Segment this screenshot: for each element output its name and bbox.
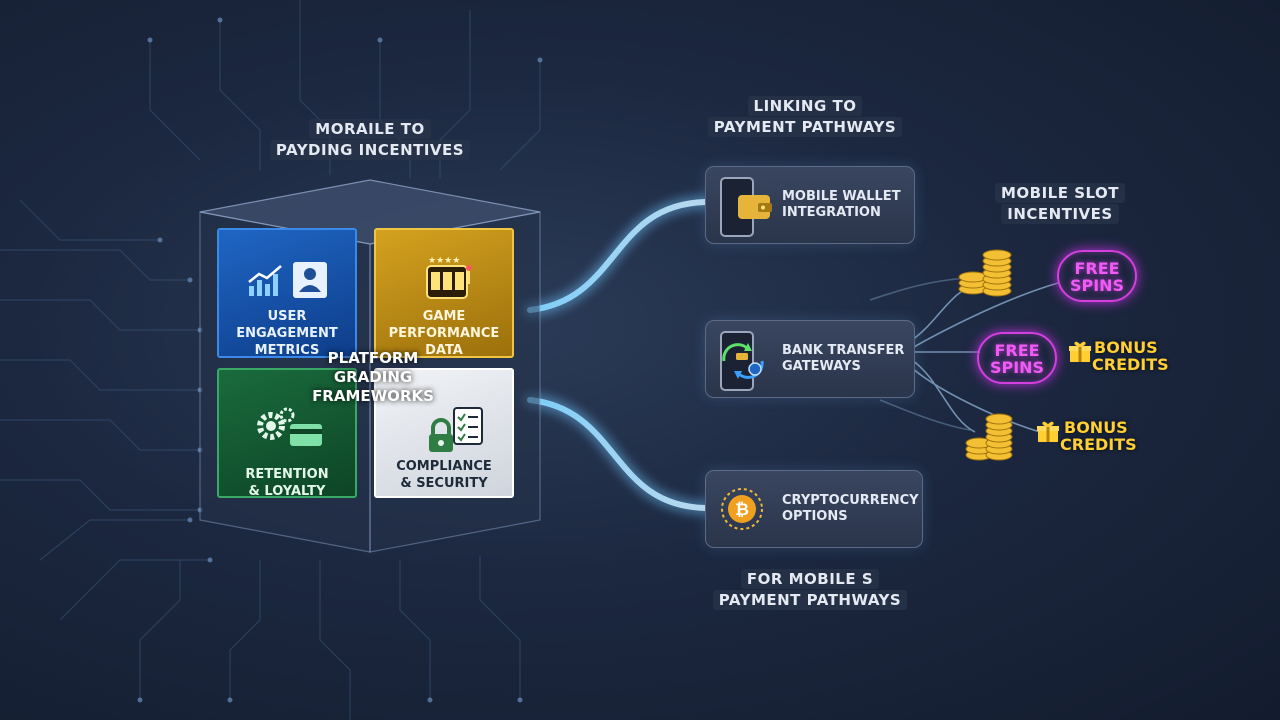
bank-transfer-icon	[722, 343, 764, 379]
cube-header-caption: MORAILE TO PAYDING INCENTIVES	[260, 118, 480, 161]
gold-coins-icon	[965, 413, 1013, 461]
gold-coins-icon	[958, 249, 1012, 297]
slot-incentives-caption: MOBILE SLOT INCENTIVES	[985, 182, 1135, 225]
compliance-line2: & SECURITY	[400, 476, 488, 491]
panel-user-engagement: USER ENGAGEMENT METRICS	[217, 228, 357, 358]
retention-line1: RETENTION	[245, 467, 329, 482]
phone-icon	[720, 331, 754, 391]
credit-card-icon	[290, 424, 322, 446]
bonus-credits-bottom: BONUS CREDITS	[1060, 418, 1137, 453]
gift-icon	[1037, 421, 1059, 442]
panel-retention-loyalty: RETENTION & LOYALTY	[217, 368, 357, 500]
line-chart-icon	[248, 265, 282, 296]
footer-caption: FOR MOBILE S PAYMENT PATHWAYS	[705, 568, 915, 611]
panel-game-performance: ★★★★ GAME PERFORMANCE DATA	[374, 228, 514, 358]
card-bank-transfer[interactable]: BANK TRANSFER GATEWAYS	[705, 320, 915, 398]
gift-icon	[1069, 341, 1091, 362]
cube-header-line2: PAYDING INCENTIVES	[269, 140, 471, 160]
bank-line2: GATEWAYS	[782, 359, 861, 374]
panel-compliance-security: COMPLIANCE & SECURITY	[374, 368, 514, 498]
crypto-line2: OPTIONS	[782, 509, 848, 524]
bonus-word: BONUS	[1064, 418, 1128, 437]
free-spins-badge-middle: FREE SPINS	[977, 332, 1057, 384]
cube-header-line1: MORAILE TO	[309, 119, 431, 139]
lock-icon	[429, 418, 453, 452]
bank-label: BANK TRANSFER GATEWAYS	[782, 343, 904, 375]
retention-label: RETENTION & LOYALTY	[227, 466, 347, 500]
cube-center-title: PLATFORM GRADING FRAMEWORKS	[298, 349, 448, 406]
free-word: FREE	[1074, 259, 1120, 278]
spins-word: SPINS	[1069, 276, 1125, 295]
game-label: GAME PERFORMANCE DATA	[384, 308, 504, 359]
engagement-label: USER ENGAGEMENT METRICS	[227, 308, 347, 359]
center-line1: PLATFORM	[327, 349, 419, 367]
incentive-links	[869, 277, 1059, 433]
gears-icon	[257, 407, 295, 440]
id-card-icon	[293, 262, 327, 298]
center-line3: FRAMEWORKS	[312, 387, 434, 405]
engagement-line1: USER	[267, 309, 307, 324]
compliance-line1: COMPLIANCE	[396, 459, 492, 474]
compliance-label: COMPLIANCE & SECURITY	[384, 458, 504, 492]
slot-line1: MOBILE SLOT	[994, 183, 1126, 203]
svg-text:₿: ₿	[735, 500, 749, 520]
footer-line2: PAYMENT PATHWAYS	[712, 590, 908, 610]
card-cryptocurrency[interactable]: ₿ CRYPTOCURRENCY OPTIONS	[705, 470, 923, 548]
spins-word: SPINS	[989, 358, 1045, 377]
flow-streams	[523, 195, 712, 515]
checklist-icon	[453, 407, 483, 445]
engagement-line2: ENGAGEMENT	[236, 326, 338, 341]
crypto-label: CRYPTOCURRENCY OPTIONS	[782, 493, 919, 525]
svg-text:★★★★: ★★★★	[428, 256, 460, 266]
center-line2: GRADING	[333, 368, 413, 386]
linking-caption: LINKING TO PAYMENT PATHWAYS	[700, 95, 910, 138]
bonus-credits-middle: BONUS CREDITS	[1092, 338, 1169, 374]
bonus-word: BONUS	[1094, 338, 1158, 357]
slot-machine-icon: ★★★★	[426, 256, 472, 299]
wallet-line2: INTEGRATION	[782, 205, 881, 220]
bank-line1: BANK TRANSFER	[782, 343, 905, 358]
credits-word: CREDITS	[1060, 435, 1137, 454]
wallet-line1: MOBILE WALLET	[782, 189, 901, 204]
linking-line1: LINKING TO	[747, 96, 863, 116]
crypto-line1: CRYPTOCURRENCY	[782, 493, 919, 508]
engagement-line3: METRICS	[254, 343, 320, 358]
card-mobile-wallet[interactable]: MOBILE WALLET INTEGRATION	[705, 166, 915, 244]
bitcoin-icon: ₿	[721, 488, 763, 530]
game-line1: GAME	[422, 309, 466, 324]
game-line2: PERFORMANCE	[388, 326, 500, 341]
wallet-label: MOBILE WALLET INTEGRATION	[782, 189, 901, 221]
retention-line2: & LOYALTY	[248, 484, 326, 499]
free-spins-badge-top: FREE SPINS	[1057, 250, 1137, 302]
credits-word: CREDITS	[1092, 355, 1169, 374]
linking-line2: PAYMENT PATHWAYS	[707, 117, 903, 137]
wallet-icon	[738, 195, 772, 219]
game-line3: DATA	[425, 343, 463, 358]
slot-line2: INCENTIVES	[1001, 204, 1119, 224]
footer-line1: FOR MOBILE S	[740, 569, 880, 589]
free-word: FREE	[994, 341, 1040, 360]
